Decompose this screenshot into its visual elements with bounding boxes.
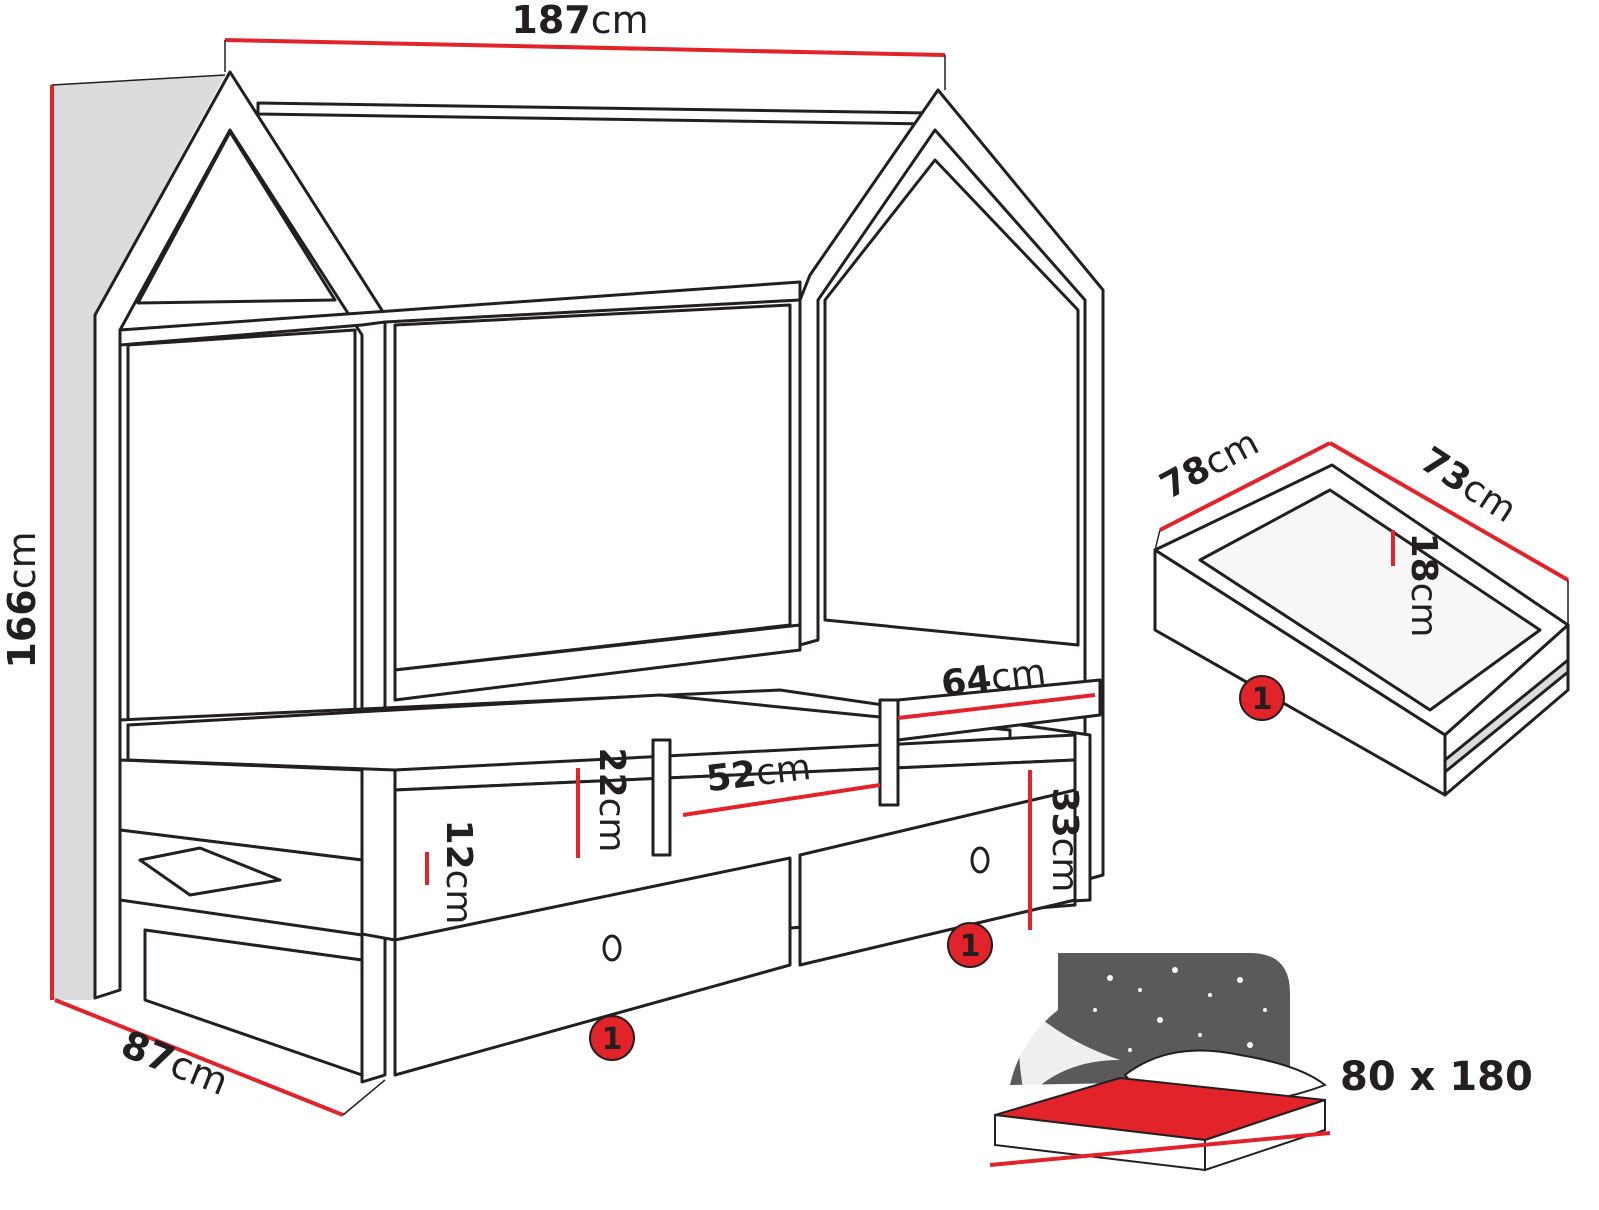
marker-badges: 1 1 1 <box>589 675 1285 1061</box>
slat-opening <box>138 846 282 897</box>
marker-label: 1 <box>602 1022 623 1057</box>
dim-line-mattress <box>989 1131 1331 1167</box>
drawer-under-left <box>143 928 364 1077</box>
drawer-inner-floor <box>1198 488 1542 712</box>
left-gable-panel <box>126 328 357 722</box>
dim-label-height: 166cm <box>0 531 44 668</box>
dimension-lines <box>50 38 1569 1167</box>
back-wall-panel <box>393 303 792 672</box>
dim-line-depth <box>54 998 344 1117</box>
back-shadow-panel <box>52 75 225 1000</box>
dim-value: 22 <box>591 748 632 798</box>
guard-post-right <box>878 698 900 807</box>
dim-label-depth: 87cm <box>115 1022 234 1104</box>
dim-value: 18 <box>1403 533 1444 583</box>
mattress-size-label: 80 x 180 <box>1340 1054 1533 1100</box>
ridge-beam <box>256 101 932 126</box>
guard-rail-board <box>896 678 1102 742</box>
dim-label-guard: 64cm <box>939 652 1048 705</box>
dim-line-drawer-width <box>1159 441 1331 532</box>
drawer-front-left <box>393 856 792 1077</box>
dim-unit: cm <box>754 747 813 794</box>
right-gable-panel <box>823 158 1080 647</box>
stars <box>1073 967 1267 1052</box>
dim-label-clearance: 12cm <box>438 820 479 925</box>
dim-unit: cm <box>0 531 44 589</box>
drawer-label-height: 18cm <box>1403 533 1444 638</box>
dim-label-opening: 52cm <box>704 747 813 800</box>
mattress-drawing <box>994 953 1327 1172</box>
dim-value: 33 <box>1044 788 1085 838</box>
dim-value: 187 <box>511 0 590 42</box>
back-gable-outer <box>798 88 1105 882</box>
dim-value: 52 <box>704 754 759 801</box>
dim-unit: cm <box>591 0 649 42</box>
dim-unit: cm <box>1403 583 1444 638</box>
drawer-handle-left <box>602 934 622 962</box>
dim-unit: cm <box>1044 838 1085 893</box>
marker-drawer-left: 1 <box>589 1015 635 1061</box>
marker-drawer-right: 1 <box>947 922 993 968</box>
marker-drawer-detail: 1 <box>1239 675 1285 721</box>
dim-line-opening <box>682 783 881 817</box>
drawer-runner <box>1443 658 1570 774</box>
drawer-label-width: 78cm <box>1154 422 1266 507</box>
drawer-label-length: 73cm <box>1413 440 1523 532</box>
drawer-handle-right <box>970 846 990 874</box>
dimension-guides <box>51 40 1569 1116</box>
upper-side-beam <box>118 280 802 347</box>
dim-value: 64 <box>939 659 994 706</box>
front-gable-inner <box>136 130 337 305</box>
back-rail <box>393 623 802 702</box>
dim-label-rail: 22cm <box>591 748 632 853</box>
dim-unit: cm <box>438 870 479 925</box>
dim-unit: cm <box>591 798 632 853</box>
bed-drawing <box>52 70 1105 1084</box>
moon-crescent <box>1018 1000 1120 1100</box>
marker-label: 1 <box>960 929 981 964</box>
dim-label-length: 187cm <box>511 0 648 42</box>
dim-label-sleeping: 33cm <box>1044 788 1085 893</box>
guard-post-left <box>651 738 672 857</box>
dim-line-guard <box>897 693 1096 720</box>
mattress-end <box>1204 1098 1326 1172</box>
dim-value: 166 <box>0 589 44 668</box>
drawer-front-right <box>798 788 1077 967</box>
marker-label: 1 <box>1252 682 1273 717</box>
dim-value: 12 <box>438 820 479 870</box>
dim-line-length <box>224 38 946 57</box>
dim-line-drawer-length <box>1329 441 1569 582</box>
dim-unit: cm <box>989 652 1048 699</box>
